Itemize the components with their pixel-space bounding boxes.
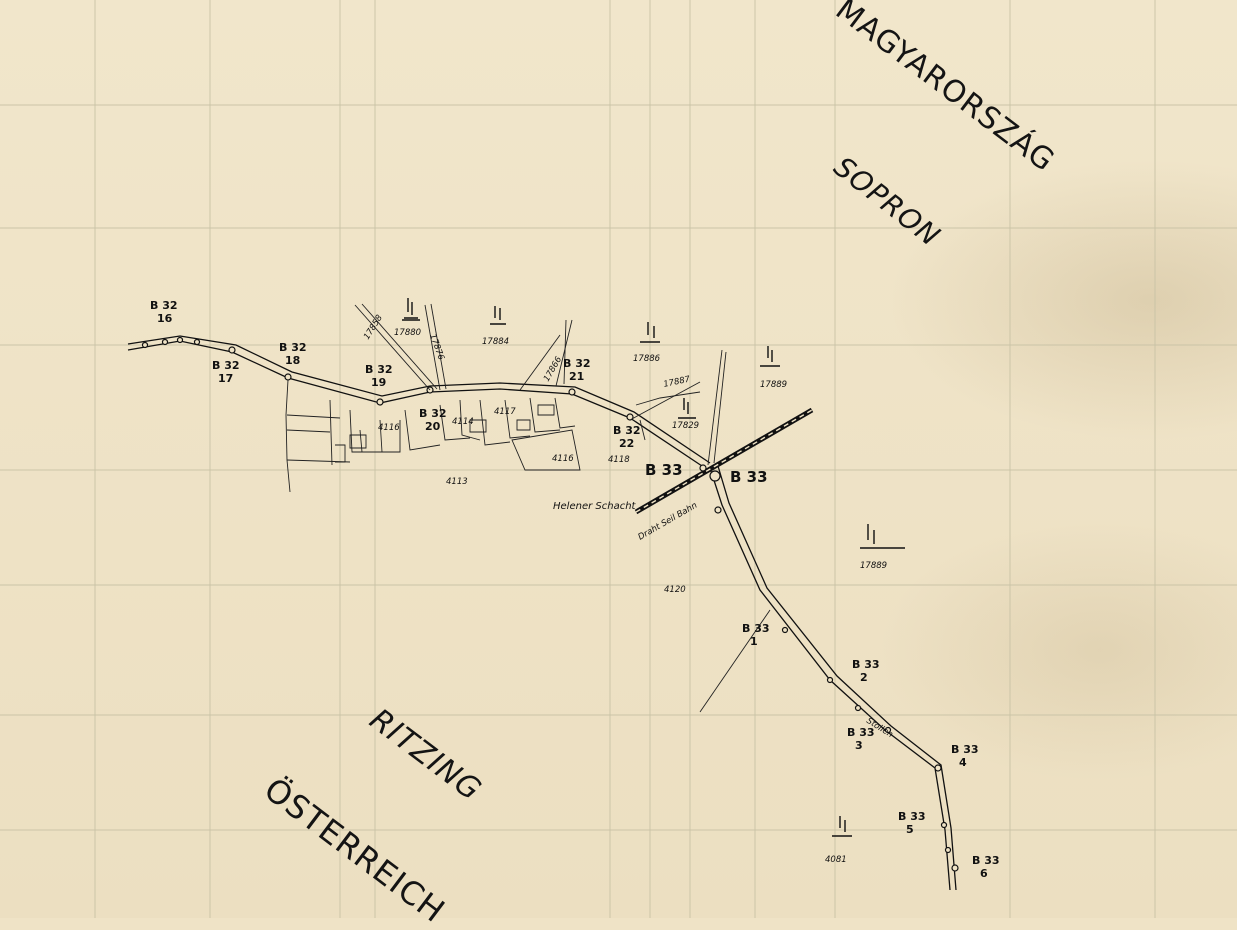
parcel-17876: 17876	[427, 333, 446, 362]
parcel-4116: 4116	[378, 423, 400, 433]
parcel-17886: 17886	[633, 354, 661, 364]
parcel-4118: 4118	[608, 455, 630, 465]
cable-railway	[634, 407, 814, 515]
b33-junction-point	[709, 470, 721, 482]
b33-junction-point-small	[699, 464, 707, 472]
marker-b33-left: B 33	[645, 461, 683, 479]
parcel-17829: 17829	[672, 421, 699, 431]
parcel-4120: 4120	[664, 585, 686, 595]
helener-schacht-label: Helener Schacht	[553, 501, 637, 512]
parcel-17887: 17887	[663, 374, 692, 390]
village-parcels	[285, 379, 581, 493]
parcel-17866: 17866	[542, 355, 564, 384]
parcel-17880: 17880	[394, 328, 421, 338]
parcel-4113: 4113	[446, 477, 468, 487]
parcel-4116b: 4116	[552, 454, 574, 464]
parcel-17889b: 17889	[860, 561, 887, 571]
parcel-17884: 17884	[482, 337, 509, 347]
parcel-4081: 4081	[825, 855, 847, 865]
parcel-17889: 17889	[760, 380, 787, 390]
parcel-4117: 4117	[494, 407, 516, 417]
marker-b33-right: B 33	[730, 468, 768, 486]
border-line-b33	[709, 465, 959, 891]
parcel-4114: 4114	[452, 417, 474, 427]
side-lines	[354, 303, 771, 713]
border-line-b32	[127, 335, 711, 469]
vegetation-symbols	[402, 298, 905, 837]
